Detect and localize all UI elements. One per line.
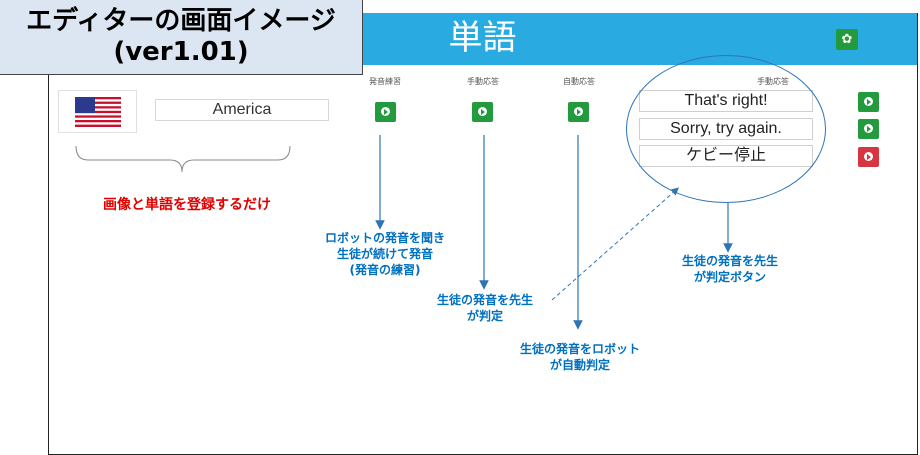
practice-annotation: ロボットの発音を聞き 生徒が続けて発音 (発音の練習) (300, 230, 470, 278)
auto-annotation: 生徒の発音をロボット が自動判定 (495, 341, 665, 373)
play-icon (867, 126, 871, 132)
settings-button[interactable]: ✿ (836, 29, 858, 50)
register-annotation: 画像と単語を登録するだけ (103, 197, 271, 213)
practice-play-button[interactable] (375, 102, 396, 122)
response-retry-play-button[interactable] (858, 119, 879, 139)
us-flag-icon (75, 97, 121, 127)
app-title: 単語 (448, 18, 517, 58)
auto-annotation-line: が自動判定 (549, 358, 610, 372)
manual-annotation-line: が判定 (466, 309, 503, 323)
auto-play-button[interactable] (568, 102, 589, 122)
auto-annotation-line: 生徒の発音をロボット (519, 342, 640, 356)
play-icon (481, 109, 485, 115)
manual-play-button[interactable] (472, 102, 493, 122)
column-label-auto: 自動応答 (563, 77, 595, 86)
play-icon (867, 154, 871, 160)
title-line-1: エディターの画面イメージ (26, 6, 336, 36)
manual-annotation: 生徒の発音を先生 が判定 (410, 292, 560, 324)
manual-response-highlight (626, 55, 826, 203)
play-icon (577, 109, 581, 115)
practice-annotation-line: (発音の練習) (349, 263, 421, 277)
practice-annotation-line: 生徒が続けて発音 (336, 247, 433, 261)
response-correct-play-button[interactable] (858, 92, 879, 112)
word-input[interactable]: America (155, 99, 329, 121)
teacher-button-annotation-line: 生徒の発音を先生 (681, 254, 778, 268)
play-icon (384, 109, 388, 115)
word-image-card[interactable] (58, 90, 137, 133)
title-callout: エディターの画面イメージ (ver1.01) (0, 0, 363, 75)
column-label-practice: 発音練習 (369, 77, 401, 86)
practice-annotation-line: ロボットの発音を聞き (324, 231, 445, 245)
gear-icon: ✿ (841, 32, 853, 47)
manual-annotation-line: 生徒の発音を先生 (436, 293, 533, 307)
title-line-2: (ver1.01) (113, 37, 249, 67)
play-icon (867, 99, 871, 105)
register-brace (75, 145, 291, 173)
teacher-button-annotation: 生徒の発音を先生 が判定ボタン (655, 253, 805, 285)
column-label-manual: 手動応答 (467, 77, 499, 86)
teacher-button-annotation-line: が判定ボタン (693, 270, 766, 284)
response-stop-play-button[interactable] (858, 147, 879, 167)
